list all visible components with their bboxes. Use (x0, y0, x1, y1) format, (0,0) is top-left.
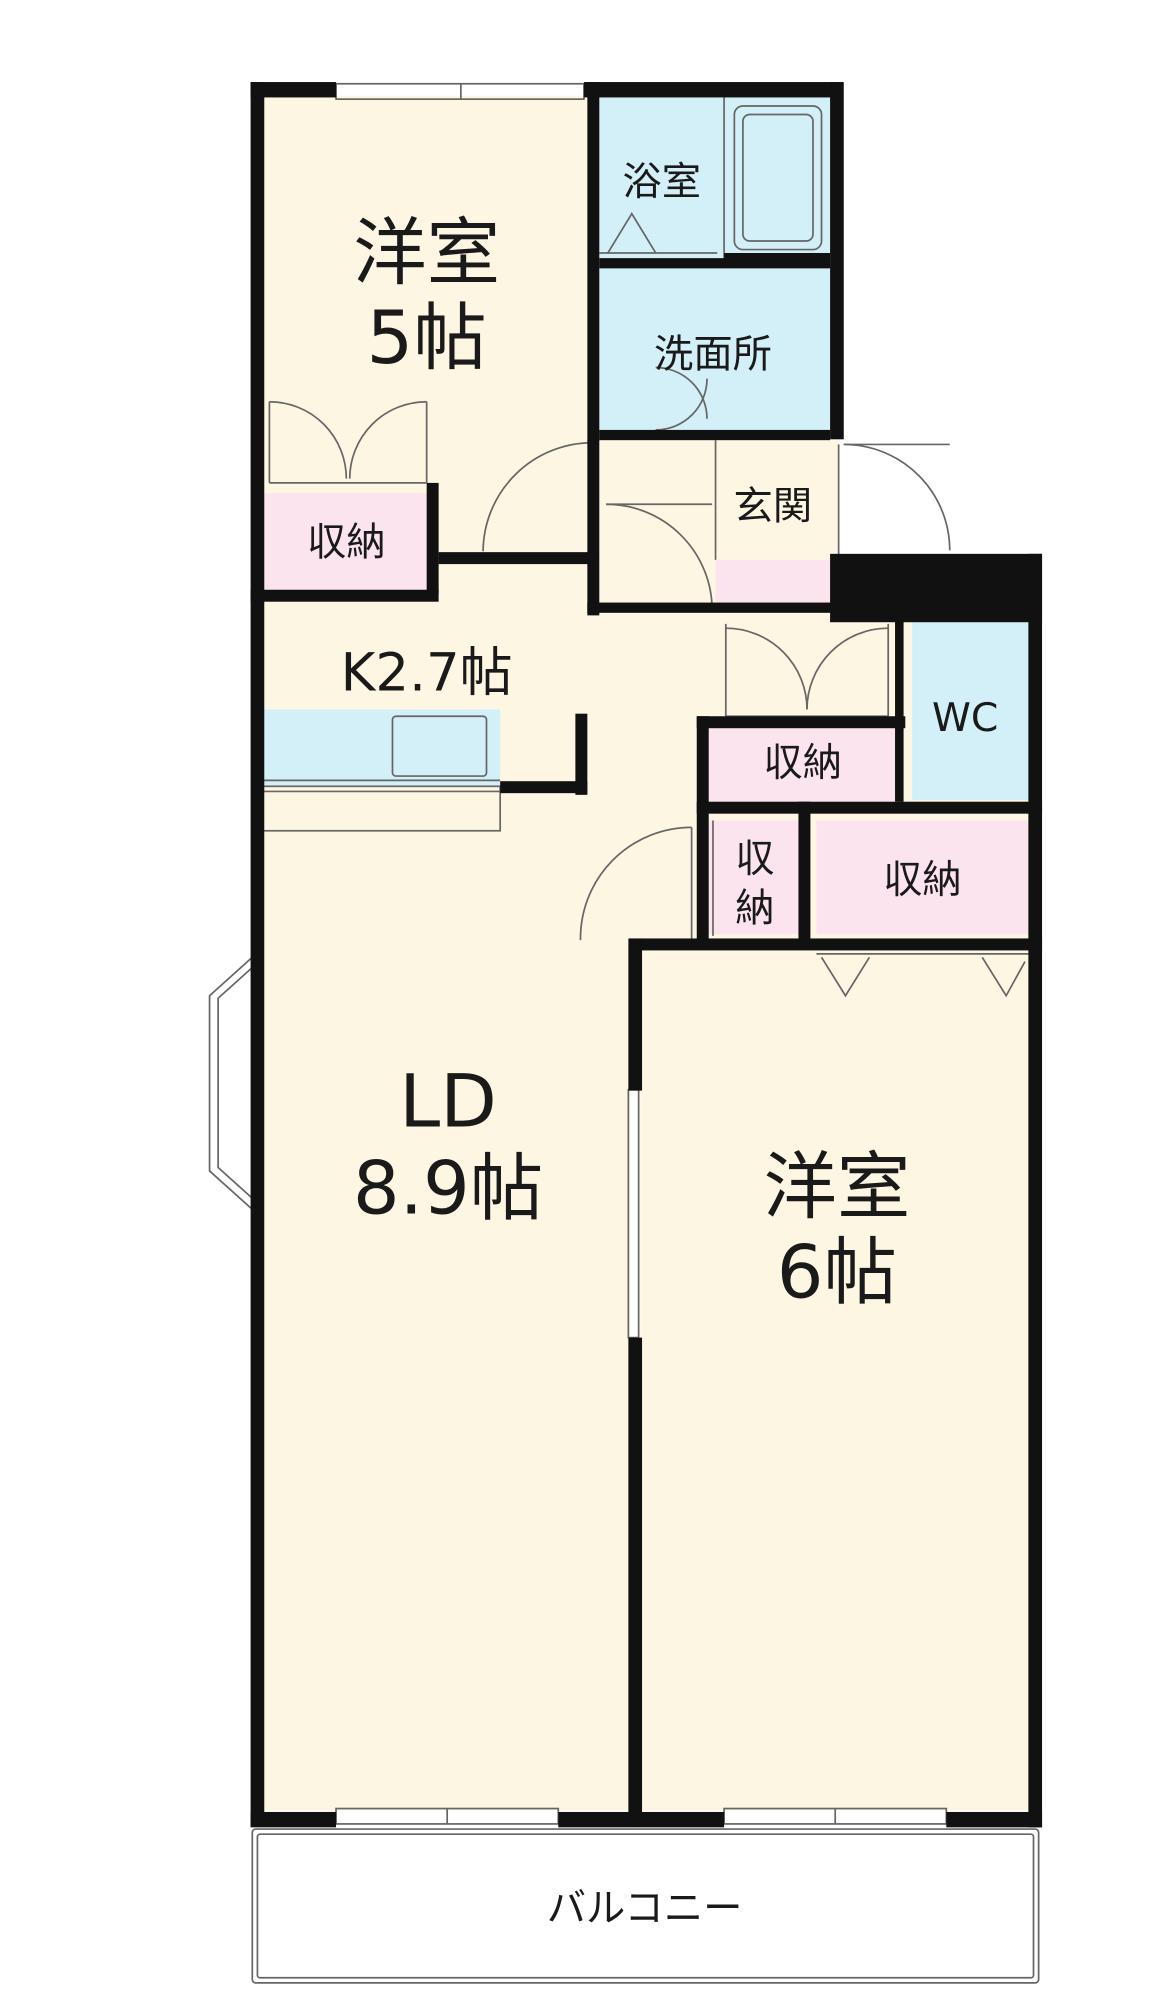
sink (391, 715, 488, 777)
labels: 洋室 5帖 浴室 洗面所 玄関 収納 K2.7帖 WC 収納 収 納 収納 LD… (307, 160, 998, 1931)
western-room-5-name: 洋室 (353, 211, 500, 296)
storage-top-left-label: 収納 (307, 521, 386, 566)
western-room-6-fill (640, 948, 1030, 1811)
kitchen-label: K2.7帖 (341, 643, 513, 704)
western-room-6-size: 6帖 (777, 1230, 897, 1315)
bay-window (208, 956, 253, 1211)
balcony-outline (251, 1828, 1040, 1984)
wc-label: WC (932, 696, 998, 741)
bath-label: 浴室 (622, 160, 701, 205)
ld-name: LD (399, 1059, 497, 1144)
western-room-6-name: 洋室 (763, 1145, 910, 1230)
storage-small-label-2: 納 (735, 886, 774, 931)
bathtub (733, 105, 823, 251)
western-room-5-size: 5帖 (367, 296, 487, 381)
storage-mid-label: 収納 (763, 741, 842, 786)
wc-fill (912, 620, 1030, 800)
storage-small-fill (708, 820, 799, 935)
room-fills (262, 95, 1030, 1811)
bath-fill (599, 95, 831, 259)
washroom-label: 洗面所 (654, 333, 772, 378)
storage-mid-fill (708, 722, 896, 802)
storage-small-label-1: 収 (735, 837, 774, 882)
kitchen-counter-fill (262, 709, 501, 787)
entrance-label: 玄関 (734, 485, 813, 530)
washroom-fill (599, 267, 831, 430)
ld-size: 8.9帖 (353, 1147, 543, 1232)
balcony-label: バルコニー (547, 1886, 743, 1931)
entrance-storage-fill (715, 559, 831, 603)
living-area-fill (262, 95, 1030, 1811)
walls (250, 82, 1043, 1828)
storage-top-left-fill (262, 493, 434, 590)
storage-right-label: 収納 (883, 858, 962, 903)
storage-right-fill (816, 820, 1030, 935)
